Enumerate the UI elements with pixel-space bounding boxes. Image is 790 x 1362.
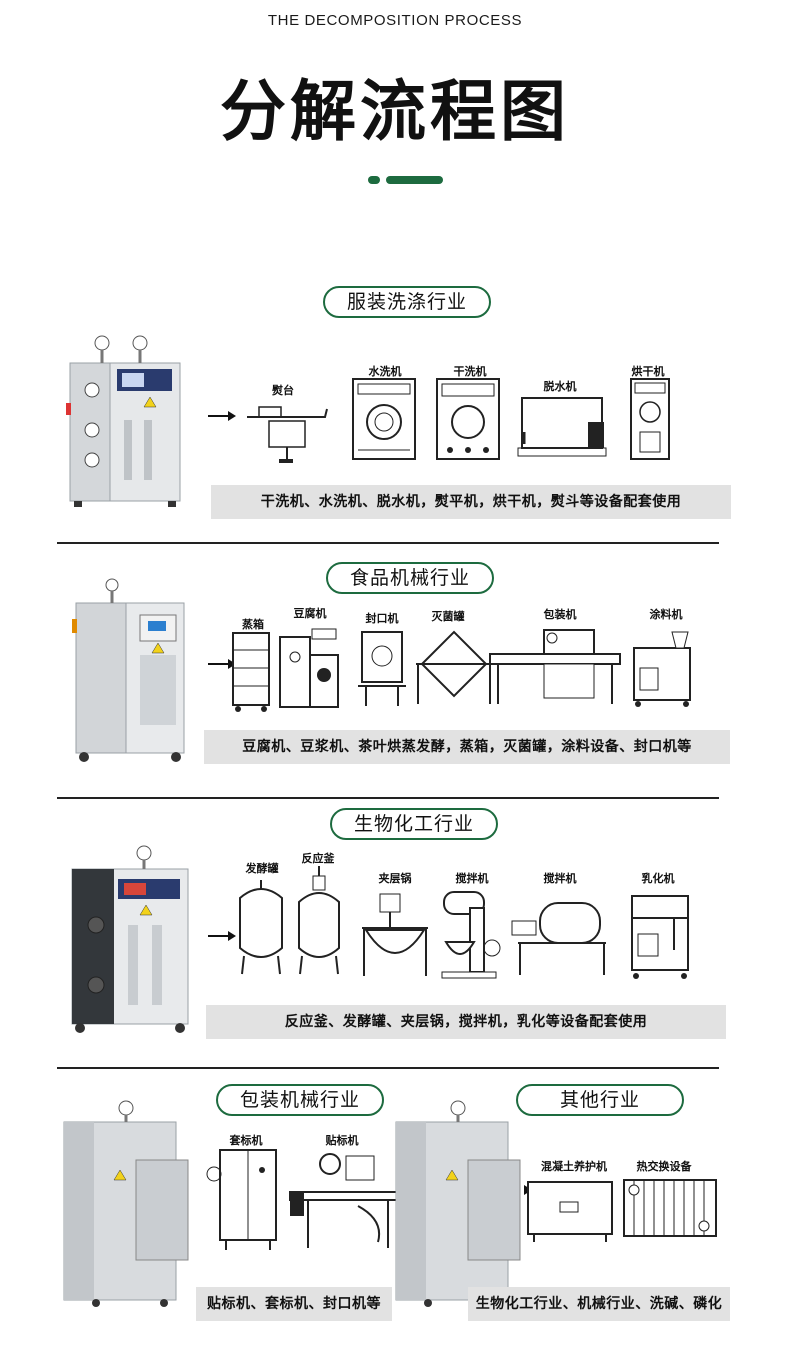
section-divider xyxy=(57,797,719,799)
machine-label: 反应釜 xyxy=(301,852,335,865)
steam-generator-image xyxy=(63,1100,189,1307)
washing-machine-icon xyxy=(352,378,416,460)
machine-label: 水洗机 xyxy=(368,365,402,378)
section-title-food: 食品机械行业 xyxy=(326,562,494,594)
machine-label: 热交换设备 xyxy=(636,1160,692,1173)
steam-generator-image xyxy=(71,845,189,1033)
tofu-machine-icon xyxy=(279,628,339,708)
section-caption: 贴标机、套标机、封口机等 xyxy=(196,1287,392,1321)
machine-label: 涂料机 xyxy=(649,608,683,621)
machine-label: 发酵罐 xyxy=(245,862,279,875)
arrow-right-icon xyxy=(208,931,236,941)
machine-label: 灭菌罐 xyxy=(431,610,465,623)
machine-label: 搅拌机 xyxy=(455,872,489,885)
reactor-icon xyxy=(298,866,340,975)
section-title-other: 其他行业 xyxy=(516,1084,684,1116)
heat-exchanger-icon xyxy=(623,1179,717,1237)
sterilization-tank-icon xyxy=(416,630,492,704)
machine-label: 脱水机 xyxy=(543,380,577,393)
machine-label: 包装机 xyxy=(543,608,577,621)
machine-label: 熨台 xyxy=(272,384,294,397)
section-divider xyxy=(57,542,719,544)
section-title-packaging: 包装机械行业 xyxy=(216,1084,384,1116)
machine-label: 套标机 xyxy=(229,1134,263,1147)
subtitle-en: THE DECOMPOSITION PROCESS xyxy=(267,12,523,29)
mixer-icon xyxy=(441,891,501,979)
machine-label: 干洗机 xyxy=(453,365,487,378)
ironing-table-icon xyxy=(247,406,328,463)
steam-generator-image xyxy=(72,578,185,762)
page-title: 分解流程图 xyxy=(220,73,570,150)
section-title-laundry: 服装洗涤行业 xyxy=(323,286,491,318)
machine-label: 封口机 xyxy=(365,612,399,625)
jacketed-kettle-icon xyxy=(362,893,428,976)
packaging-machine-icon xyxy=(489,629,621,704)
machine-label: 贴标机 xyxy=(325,1134,359,1147)
machine-label: 烘干机 xyxy=(631,365,665,378)
arrow-right-icon xyxy=(208,411,236,421)
mixer-icon xyxy=(511,902,606,975)
labeling-machine-icon xyxy=(289,1153,399,1248)
section-caption: 生物化工行业、机械行业、洗碱、磷化 xyxy=(468,1287,730,1321)
machine-label: 乳化机 xyxy=(641,872,675,885)
decorative-bar-short xyxy=(368,176,380,184)
concrete-curing-machine-icon xyxy=(527,1181,613,1242)
section-caption: 豆腐机、豆浆机、茶叶烘蒸发酵，蒸箱，灭菌罐，涂料设备、封口机等 xyxy=(204,730,730,764)
emulsifier-icon xyxy=(631,895,689,979)
section-caption: 干洗机、水洗机、脱水机，熨平机，烘干机，熨斗等设备配套使用 xyxy=(211,485,731,519)
section-caption: 反应釜、发酵罐、夹层锅，搅拌机，乳化等设备配套使用 xyxy=(206,1005,726,1039)
coating-machine-icon xyxy=(633,631,691,707)
machine-label: 搅拌机 xyxy=(543,872,577,885)
dry-cleaning-machine-icon xyxy=(436,378,500,460)
steam-box-icon xyxy=(232,632,270,712)
section-divider xyxy=(57,1067,719,1069)
section-title-biochem: 生物化工行业 xyxy=(330,808,498,840)
dehydrator-icon xyxy=(517,397,607,457)
machine-label: 夹层锅 xyxy=(378,872,412,885)
machine-label: 蒸箱 xyxy=(242,618,264,631)
machine-label: 混凝土养护机 xyxy=(541,1160,607,1173)
fermentation-tank-icon xyxy=(239,880,283,975)
decorative-bar-long xyxy=(386,176,443,184)
dryer-icon xyxy=(630,378,670,460)
sleeve-labeling-machine-icon xyxy=(206,1149,277,1250)
steam-generator-image xyxy=(66,335,181,507)
machine-label: 豆腐机 xyxy=(293,607,327,620)
sealing-machine-icon xyxy=(358,631,406,706)
steam-generator-image xyxy=(395,1100,521,1307)
